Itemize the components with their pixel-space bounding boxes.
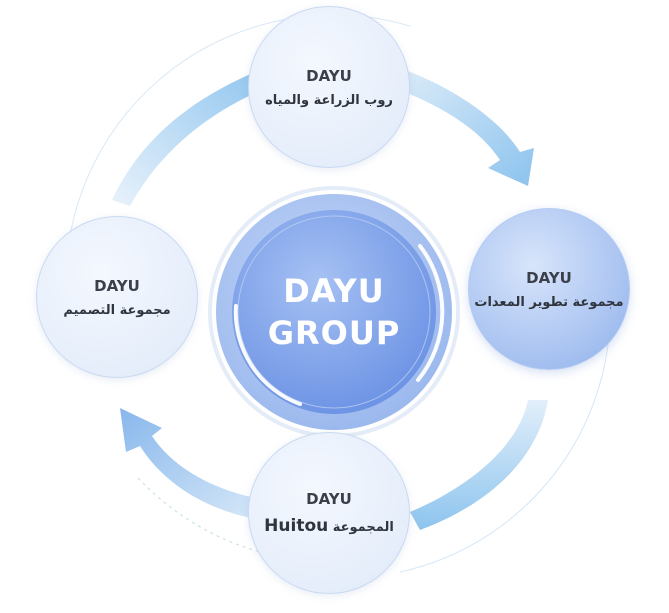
node-bottom-subtitle-latin: Huitou bbox=[264, 516, 329, 536]
center-inner-disc bbox=[232, 210, 436, 414]
arrow-left-to-top bbox=[112, 72, 262, 206]
node-bottom: DAYU Huitou المجموعة bbox=[248, 432, 410, 594]
node-top-title: DAYU bbox=[306, 66, 352, 85]
arrow-right-to-bottom bbox=[410, 400, 548, 530]
node-left-subtitle: مجموعة التصميم bbox=[63, 302, 171, 318]
center-arc-left bbox=[233, 304, 302, 406]
node-right-subtitle: مجموعة تطوير المعدات bbox=[474, 294, 624, 310]
arrow-top-to-right bbox=[400, 68, 534, 186]
node-right-title: DAYU bbox=[526, 268, 572, 287]
node-top: DAYU روب الزراعة والمياه bbox=[248, 6, 410, 168]
center-arc-right bbox=[416, 244, 445, 382]
center-label: DAYU GROUP bbox=[234, 212, 434, 412]
node-bottom-subtitle-arabic: المجموعة bbox=[332, 520, 394, 535]
node-bottom-subtitle: Huitou المجموعة bbox=[264, 516, 394, 536]
center-label-line2: GROUP bbox=[267, 314, 401, 352]
arrow-bottom-to-left bbox=[120, 408, 265, 520]
node-bottom-title: DAYU bbox=[306, 490, 352, 508]
node-top-subtitle: روب الزراعة والمياه bbox=[265, 92, 393, 108]
node-left: DAYU مجموعة التصميم bbox=[36, 216, 198, 378]
node-right: DAYU مجموعة تطوير المعدات bbox=[468, 208, 630, 370]
orbit-line-right bbox=[399, 319, 611, 573]
center-inner-outline bbox=[237, 215, 431, 409]
center-label-line1: DAYU bbox=[283, 272, 385, 310]
node-left-title: DAYU bbox=[94, 276, 140, 295]
